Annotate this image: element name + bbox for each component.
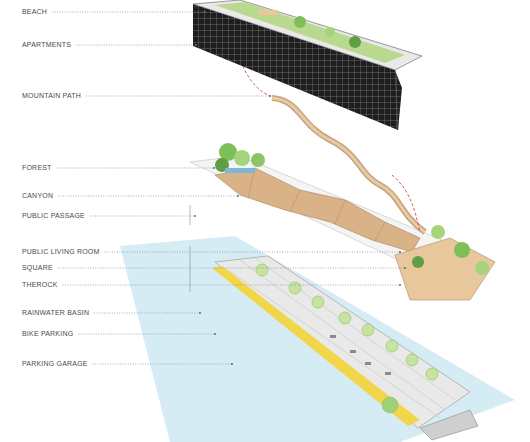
canyon — [215, 168, 420, 252]
part-label: BEACH — [21, 8, 48, 16]
mountain-path-top — [272, 98, 425, 232]
leader-dot — [199, 312, 201, 314]
leader-line — [58, 196, 238, 197]
roof-garden — [215, 2, 405, 63]
leader-line — [94, 313, 200, 314]
part-label: PUBLIC PASSAGE — [21, 212, 86, 220]
leader-line — [76, 45, 196, 46]
group-ticks — [190, 205, 191, 292]
water-plane — [120, 236, 515, 442]
leader-line — [52, 12, 205, 13]
leader-dot — [399, 251, 401, 253]
part-label: FOREST — [21, 164, 53, 172]
leader-dot — [195, 44, 197, 46]
part-label: APARTMENTS — [21, 41, 72, 49]
leader-line — [105, 252, 400, 253]
mountain-path — [272, 98, 425, 232]
leader-dot — [213, 167, 215, 169]
leader-dot — [404, 267, 406, 269]
leader-line — [78, 334, 215, 335]
leader-line — [57, 168, 214, 169]
leader-dot — [231, 363, 233, 365]
bike-strip — [212, 266, 420, 426]
part-label: PUBLIC LIVING ROOM — [21, 248, 101, 256]
part-label: THEROCK — [21, 281, 59, 289]
leader-dot — [237, 195, 239, 197]
part-label: PARKING GARAGE — [21, 360, 89, 368]
leader-line — [93, 364, 232, 365]
leader-dot — [214, 333, 216, 335]
leader-dot — [194, 215, 196, 217]
part-label: RAINWATER BASIN — [21, 309, 90, 317]
roof-trees — [258, 10, 361, 48]
leader-dot — [204, 11, 206, 13]
roof — [193, 0, 422, 70]
dashed-link — [392, 175, 420, 232]
part-label: SQUARE — [21, 264, 54, 272]
leader-dot — [399, 284, 401, 286]
leader-line — [63, 285, 400, 286]
canyon-facets — [248, 168, 385, 241]
stairs — [420, 410, 478, 440]
leader-line — [58, 268, 405, 269]
square-trees — [395, 225, 495, 300]
leader-line — [90, 216, 195, 217]
part-label: BIKE PARKING — [21, 330, 74, 338]
leader-line — [86, 96, 270, 97]
part-label: CANYON — [21, 192, 54, 200]
apartment-facade — [193, 4, 402, 130]
forest — [215, 143, 265, 173]
part-label: MOUNTAIN PATH — [21, 92, 82, 100]
leader-dot — [269, 95, 271, 97]
